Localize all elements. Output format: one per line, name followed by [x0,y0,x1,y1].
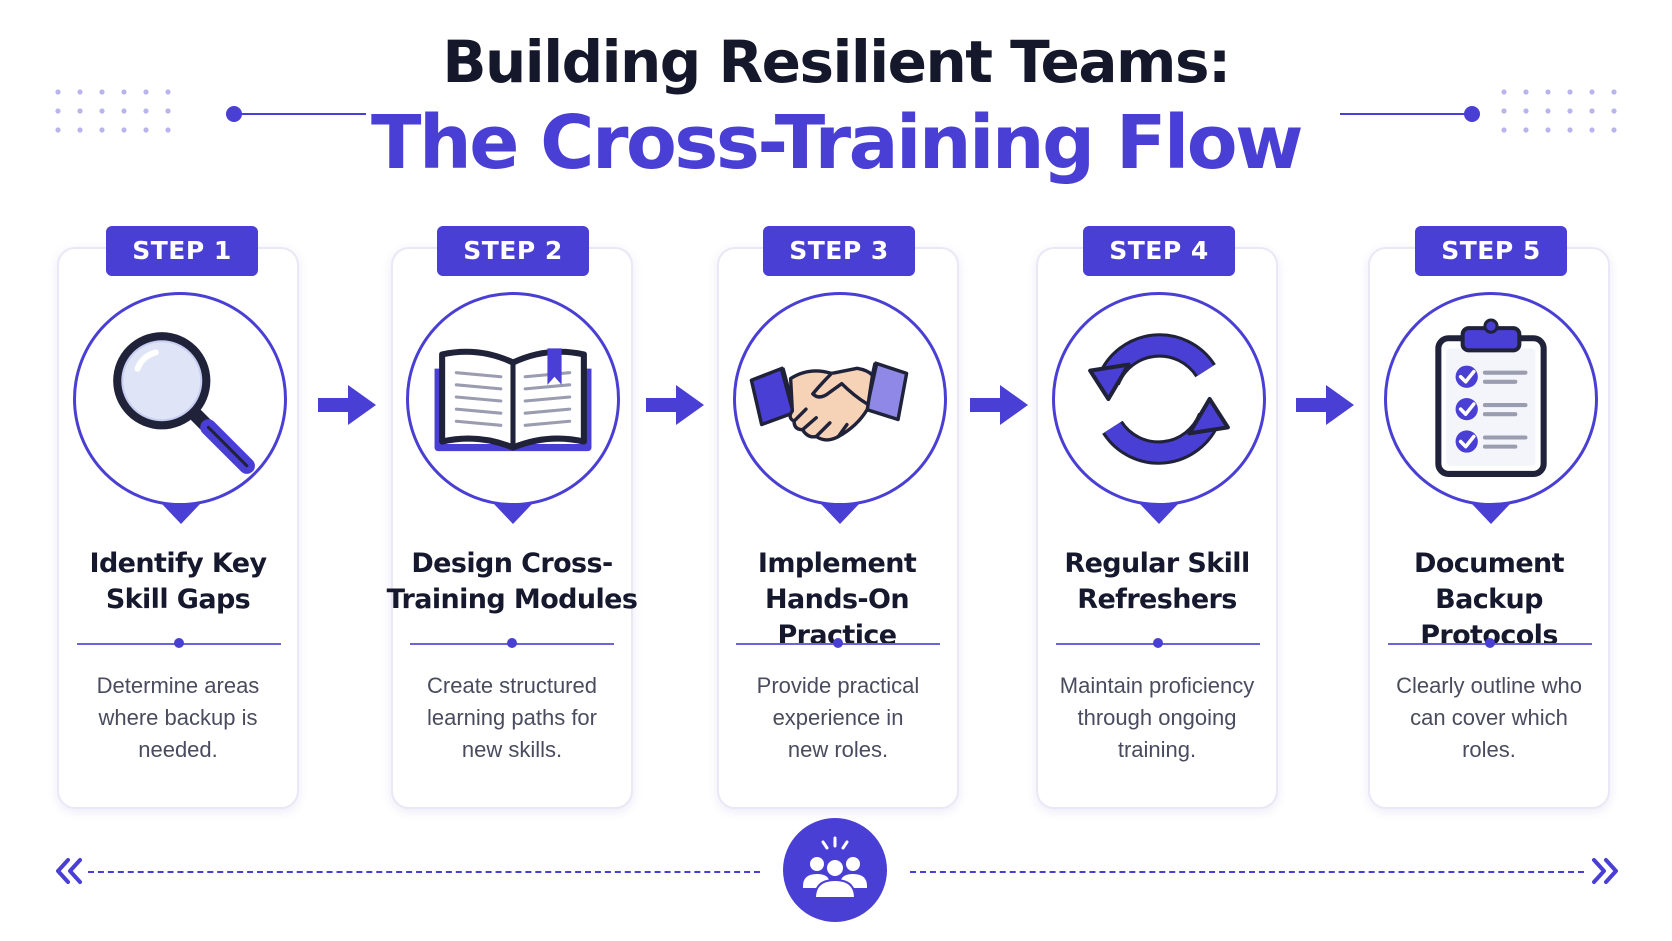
step-5-title-line-2: Protocols [1420,620,1558,651]
title-connector-left [226,106,366,122]
team-badge [783,818,887,922]
step-1-title-line-1: Identify Key [89,548,268,579]
step-badge-5: STEP 5 [1415,226,1567,276]
step-5-desc-line-3: roles. [1462,737,1516,762]
step-3-description: Provide practical experience in new role… [724,670,952,766]
flow-arrow-1 [318,385,376,425]
step-2-pointer [494,504,532,524]
step-4-title-line-1: Regular Skill [1064,548,1250,579]
step-2-title-line-1: Design Cross- [411,548,613,579]
step-3-desc-line-1: Provide practical [756,673,920,698]
step-4-title: Regular Skill Refreshers [1027,546,1287,618]
step-4-pointer [1140,504,1178,524]
step-4-icon-circle [1052,292,1266,506]
dot-grid-left [55,89,171,133]
step-2-desc-line-1: Create structured [427,673,597,698]
step-5-pointer [1472,504,1510,524]
step-2-title-line-2: Training Modules [386,584,638,615]
step-4-desc-line-3: training. [1117,737,1197,762]
step-1-desc-line-1: Determine areas [96,673,260,698]
step-5-title: Document Backup Protocols [1359,546,1619,654]
step-5-divider-dot [1485,638,1495,648]
step-3-title: Implement Hands-On Practice [707,546,967,654]
step-4-description: Maintain proficiency through ongoing tra… [1043,670,1271,766]
step-5-desc-line-1: Clearly outline who [1396,673,1582,698]
step-3-desc-line-2: experience in [772,705,904,730]
step-1-title: Identify Key Skill Gaps [48,546,308,618]
dot-grid-right [1501,89,1617,133]
handshake-icon [749,361,909,442]
step-5-desc-line-2: can cover which [1410,705,1568,730]
step-3-divider-dot [833,638,843,648]
step-1-desc-line-3: needed. [138,737,218,762]
step-5-description: Clearly outline who can cover which role… [1375,670,1603,766]
timeline-line-left [88,871,760,873]
flow-arrow-3 [970,385,1028,425]
flow-arrow-4 [1296,385,1354,425]
step-1-description: Determine areas where backup is needed. [64,670,292,766]
step-3-title-line-1: Implement [757,548,917,579]
double-chevron-right-icon [1592,858,1618,884]
clipboard-checklist-icon [1435,318,1547,477]
step-2-desc-line-3: new skills. [461,737,563,762]
step-5-title-line-1: Document Backup [1414,548,1565,615]
step-4-desc-line-1: Maintain proficiency [1059,673,1255,698]
step-3-title-line-2: Hands-On Practice [764,584,910,651]
step-2-divider-dot [507,638,517,648]
step-badge-1: STEP 1 [106,226,258,276]
step-2-description: Create structured learning paths for new… [398,670,626,766]
title-line-1: Building Resilient Teams: [442,28,1231,96]
step-1-desc-line-2: where backup is [98,705,258,730]
step-badge-3: STEP 3 [763,226,915,276]
magnifying-glass-icon [113,332,255,474]
open-book-icon [434,348,592,452]
step-4-divider-dot [1153,638,1163,648]
step-3-desc-line-3: new roles. [787,737,889,762]
title-line-2: The Cross-Training Flow [371,100,1303,186]
step-1-divider-dot [174,638,184,648]
step-1-title-line-2: Skill Gaps [105,584,251,615]
step-4-title-line-2: Refreshers [1077,584,1237,615]
step-1-pointer [162,504,200,524]
step-2-title: Design Cross- Training Modules [382,546,642,618]
title-connector-right [1340,106,1480,122]
refresh-cycle-icon [1088,333,1230,465]
step-3-pointer [821,504,859,524]
flow-arrow-2 [646,385,704,425]
step-badge-4: STEP 4 [1083,226,1235,276]
timeline-line-right [910,871,1584,873]
double-chevron-left-icon [56,858,82,884]
step-badge-2: STEP 2 [437,226,589,276]
step-2-desc-line-2: learning paths for [427,705,597,730]
step-4-desc-line-2: through ongoing [1077,705,1237,730]
team-icon [803,836,867,899]
